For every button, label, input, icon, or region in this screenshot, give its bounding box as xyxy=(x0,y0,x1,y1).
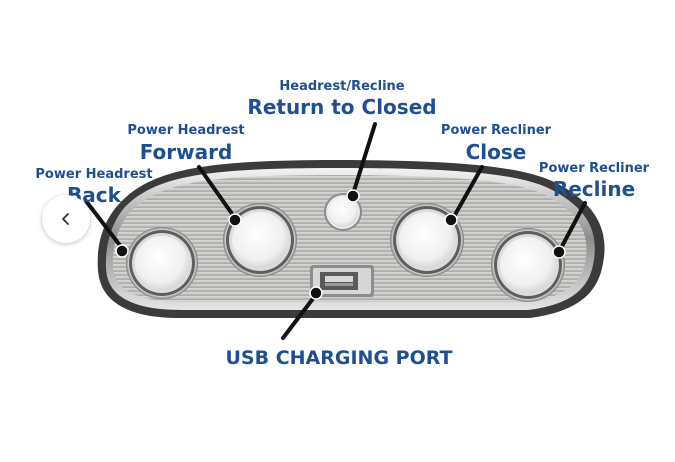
usb-port xyxy=(310,265,374,297)
recliner-recline-label-small: Power Recliner xyxy=(538,161,650,176)
headrest-back-label-small: Power Headrest xyxy=(35,167,153,182)
headrest-forward-label-large: Forward xyxy=(139,140,233,164)
panel-face xyxy=(112,175,587,302)
leader-dots xyxy=(115,189,566,300)
headrest-back-button[interactable] xyxy=(126,227,198,299)
recliner-recline-button[interactable] xyxy=(491,228,565,302)
return-closed-label-small: Headrest/Recline xyxy=(279,79,405,94)
chevron-left-icon xyxy=(62,213,69,225)
recliner-recline-label-large: Recline xyxy=(552,177,636,201)
recliner-close-label-small: Power Recliner xyxy=(440,123,552,138)
carousel-prev-button[interactable] xyxy=(42,195,90,243)
return-closed-label-large: Return to Closed xyxy=(247,95,437,119)
headrest-forward-button[interactable] xyxy=(223,203,297,277)
usb-charging-port-label: USB CHARGING PORT xyxy=(225,347,453,369)
recliner-close-label-large: Close xyxy=(465,140,527,164)
headrest-forward-label-small: Power Headrest xyxy=(127,123,245,138)
recliner-close-button[interactable] xyxy=(390,203,464,277)
leader-lines xyxy=(84,122,587,340)
